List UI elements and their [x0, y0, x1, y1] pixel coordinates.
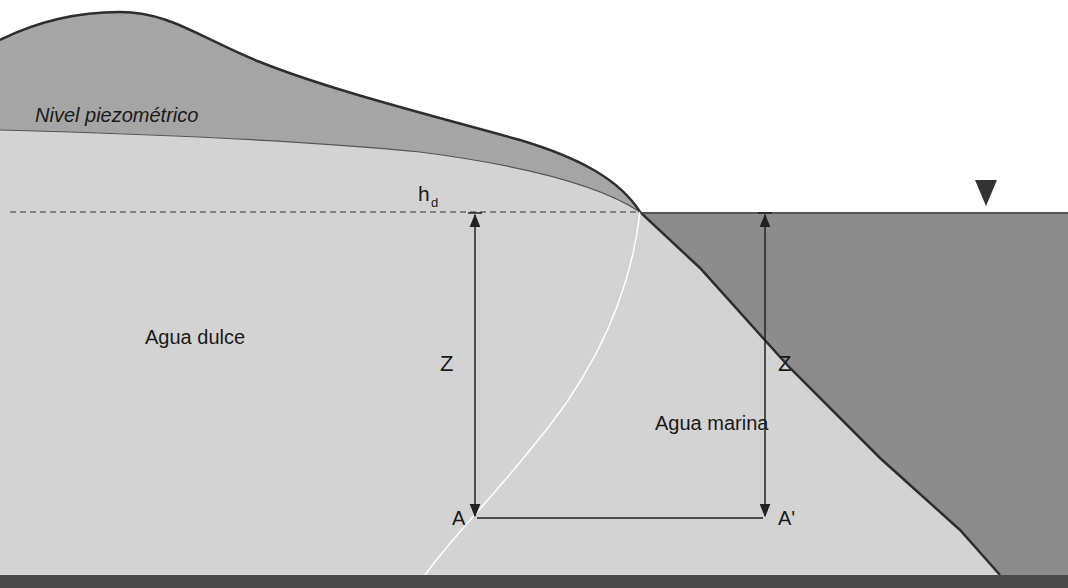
region-label: Agua dulce [145, 326, 245, 348]
equal-pressure-line [477, 517, 763, 519]
point-label: A' [778, 507, 795, 529]
interface-line [425, 212, 640, 575]
subscript-label: d [431, 196, 438, 210]
sea-surface [640, 212, 1068, 214]
sea-level-dashed [10, 211, 640, 212]
dimension-arrow [764, 215, 766, 516]
impermeable-base [0, 575, 1068, 588]
dimension-arrow [474, 215, 476, 516]
region-label: Agua marina [655, 412, 768, 434]
point-label: A [452, 507, 465, 529]
piezometric-line [0, 130, 640, 212]
water-level-symbol [975, 180, 997, 206]
dimension-label: Z [440, 352, 453, 376]
sea [640, 212, 1068, 575]
ground-surface [0, 12, 1000, 575]
dimension-tick [758, 212, 772, 214]
dimension-label: Z [778, 352, 791, 376]
symbol-label: h [418, 182, 430, 205]
region-label: Nivel piezométrico [35, 104, 198, 126]
dimension-tick [468, 212, 482, 214]
